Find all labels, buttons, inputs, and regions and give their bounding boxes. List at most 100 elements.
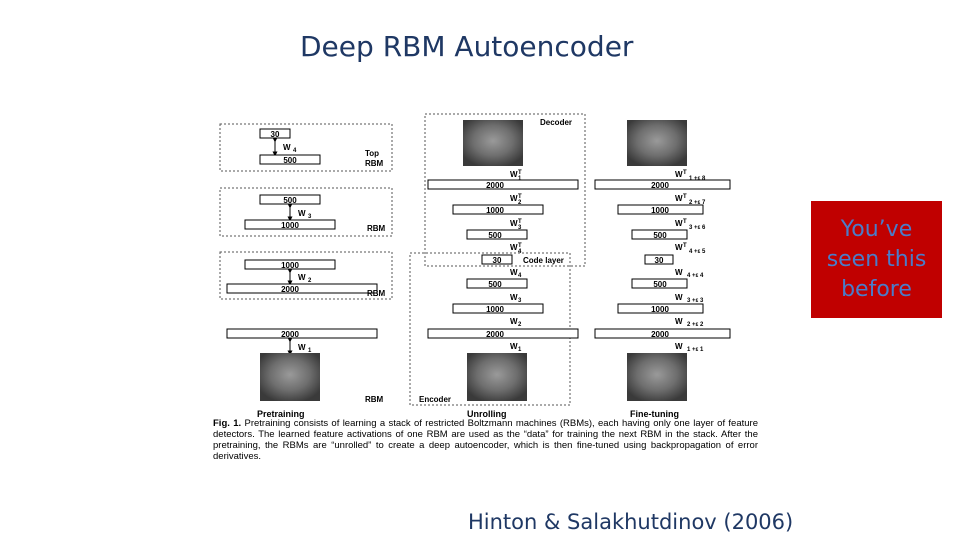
rbm-tag: RBM [367, 289, 386, 298]
layer-label: 2000 [281, 330, 299, 339]
svg-text:2: 2 [518, 200, 522, 206]
svg-text:3: 3 [518, 298, 522, 304]
svg-text:W: W [298, 209, 306, 218]
layer-label: 500 [283, 196, 297, 205]
layer-label: 500 [653, 280, 667, 289]
svg-text:1 +ε 1: 1 +ε 1 [687, 347, 704, 353]
unrolling-label: Unrolling [467, 409, 507, 419]
layer-label: 2000 [651, 330, 669, 339]
rbm-block [219, 187, 393, 237]
callout-box: You’ve seen this before [811, 201, 942, 318]
svg-text:W: W [510, 243, 518, 252]
svg-text:W: W [510, 317, 518, 326]
weight-label: W [283, 143, 291, 152]
svg-text:T: T [683, 194, 687, 200]
svg-text:1 +ε 8: 1 +ε 8 [689, 176, 706, 182]
pretraining-label: Pretraining [257, 409, 305, 419]
svg-text:2 +ε 2: 2 +ε 2 [687, 322, 704, 328]
layer-box [259, 154, 321, 165]
layer-label: 30 [271, 130, 280, 139]
svg-text:W: W [675, 317, 683, 326]
figure-caption: Fig. 1. Pretraining consists of learning… [213, 418, 758, 462]
svg-text:1: 1 [308, 348, 312, 354]
svg-text:T: T [518, 243, 522, 249]
svg-text:W: W [675, 293, 683, 302]
svg-text:W: W [675, 219, 683, 228]
svg-text:3: 3 [518, 225, 522, 231]
layer-label: 500 [283, 156, 297, 165]
face-image [463, 120, 523, 166]
svg-text:4 +ε 4: 4 +ε 4 [687, 273, 704, 279]
svg-text:W: W [675, 194, 683, 203]
svg-text:1: 1 [518, 347, 522, 353]
code-layer-label: Code layer [523, 256, 564, 265]
decoder-label: Decoder [540, 118, 572, 127]
layer-label: 2000 [651, 181, 669, 190]
svg-text:4: 4 [518, 249, 522, 255]
svg-text:W: W [675, 243, 683, 252]
svg-text:T: T [683, 219, 687, 225]
svg-text:2: 2 [518, 322, 522, 328]
pretraining-column: 30 W 4 500 Top RBM 500 W 3 1000 RBM 1000… [219, 123, 393, 419]
svg-text:W: W [298, 273, 306, 282]
layer-label: 500 [488, 231, 502, 240]
svg-text:T: T [683, 170, 687, 176]
layer-label: 2000 [281, 285, 299, 294]
svg-text:W: W [298, 343, 306, 352]
caption-body: Pretraining consists of learning a stack… [213, 418, 758, 462]
svg-text:W: W [675, 268, 683, 277]
callout-line-1: You’ve [840, 216, 913, 242]
rbm-tag: RBM [365, 395, 384, 404]
face-image [260, 353, 320, 401]
svg-text:4: 4 [518, 273, 522, 279]
callout-line-2: seen this [826, 246, 927, 272]
face-image [627, 120, 687, 166]
encoder-label: Encoder [419, 395, 451, 404]
svg-text:3 +ε 3: 3 +ε 3 [687, 298, 704, 304]
rbm-tag: Top [365, 149, 379, 158]
layer-label: 500 [488, 280, 502, 289]
rbm-autoencoder-figure: 30 W 4 500 Top RBM 500 W 3 1000 RBM 1000… [205, 110, 765, 485]
layer-label: 500 [653, 231, 667, 240]
svg-text:T: T [518, 219, 522, 225]
svg-text:W: W [675, 342, 683, 351]
svg-text:W: W [510, 293, 518, 302]
svg-text:3: 3 [308, 214, 312, 220]
svg-text:W: W [510, 219, 518, 228]
svg-text:W: W [510, 170, 518, 179]
citation: Hinton & Salakhutdinov (2006) [468, 510, 794, 534]
svg-text:2 +ε 7: 2 +ε 7 [689, 200, 706, 206]
figure-diagram: 30 W 4 500 Top RBM 500 W 3 1000 RBM 1000… [219, 113, 731, 419]
callout-line-3: before [841, 276, 912, 302]
finetuning-label: Fine-tuning [630, 409, 679, 419]
layer-label: 2000 [486, 330, 504, 339]
rbm-block-top [219, 123, 393, 172]
decoder-box [424, 113, 586, 267]
layer-label: 2000 [486, 181, 504, 190]
svg-text:3 +ε 6: 3 +ε 6 [689, 225, 706, 231]
svg-text:W: W [510, 194, 518, 203]
svg-text:W: W [510, 342, 518, 351]
slide-title: Deep RBM Autoencoder [300, 30, 634, 63]
code-layer-value: 30 [655, 256, 664, 265]
layer-label: 1000 [486, 206, 504, 215]
layer-label: 1000 [281, 221, 299, 230]
caption-prefix: Fig. 1. [213, 418, 242, 429]
rbm-tag: RBM [367, 224, 386, 233]
code-layer-value: 30 [493, 256, 502, 265]
layer-label: 1000 [281, 261, 299, 270]
svg-text:W: W [510, 268, 518, 277]
layer-label: 1000 [651, 206, 669, 215]
rbm-tag: RBM [365, 159, 384, 168]
svg-text:T: T [518, 194, 522, 200]
svg-text:T: T [683, 243, 687, 249]
svg-text:1: 1 [518, 176, 522, 182]
layer-label: 1000 [486, 305, 504, 314]
svg-text:T: T [518, 170, 522, 176]
svg-text:2: 2 [308, 278, 312, 284]
svg-text:4: 4 [293, 148, 297, 154]
face-image [467, 353, 527, 401]
layer-label: 1000 [651, 305, 669, 314]
